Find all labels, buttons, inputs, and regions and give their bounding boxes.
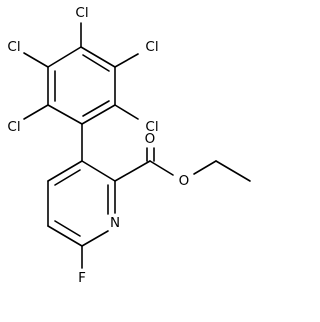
- bond-c-o-single: [149, 160, 174, 176]
- double-bond-c1-c2: [82, 54, 110, 72]
- double-bond-c3-c4: [82, 100, 110, 117]
- structure-canvas: Cl Cl Cl Cl Cl O O N F: [7, 5, 251, 286]
- double-bond-p3-p4: [54, 169, 81, 186]
- atom-label-fluorine: F: [78, 270, 86, 286]
- bond-n-p6: [81, 230, 109, 247]
- atom-label-cl-upper-left: Cl: [7, 39, 20, 55]
- bond-c3-cl: [114, 104, 139, 120]
- structure-diagram: Cl Cl Cl Cl Cl O O N F: [7, 5, 251, 286]
- bond-c4-c5: [47, 104, 83, 125]
- bond-c1-c2: [80, 46, 116, 68]
- atom-label-ring-n: N: [110, 215, 120, 231]
- ester-group: [114, 147, 251, 182]
- atom-label-carbonyl-o: O: [145, 131, 156, 147]
- atom-label-ester-o: O: [179, 173, 190, 189]
- bond-c3-c4: [81, 104, 116, 125]
- bond-ring-carbonyl: [114, 160, 151, 182]
- bond-c6-cl: [23, 52, 49, 68]
- bond-p3-p2: [81, 160, 116, 182]
- atom-label-cl-upper-right: Cl: [145, 39, 158, 55]
- bond-c6-c1: [47, 46, 82, 68]
- phenyl-ring: [47, 46, 116, 125]
- chlorine-bonds: [23, 22, 139, 120]
- atom-label-cl-top: Cl: [75, 5, 88, 21]
- bond-c5-cl: [23, 104, 49, 120]
- bond-p6-p5: [47, 225, 83, 247]
- pyridine-ring: [47, 160, 116, 247]
- bond-o-ch2: [193, 160, 217, 175]
- atom-label-cl-lower-left: Cl: [7, 119, 20, 135]
- bond-c2-cl: [114, 53, 139, 68]
- double-bond-p5-p6: [54, 220, 81, 237]
- atom-label-cl-lower-right: Cl: [145, 119, 158, 135]
- bond-ch2-ch3: [215, 160, 251, 182]
- bond-p4-p3: [47, 160, 83, 182]
